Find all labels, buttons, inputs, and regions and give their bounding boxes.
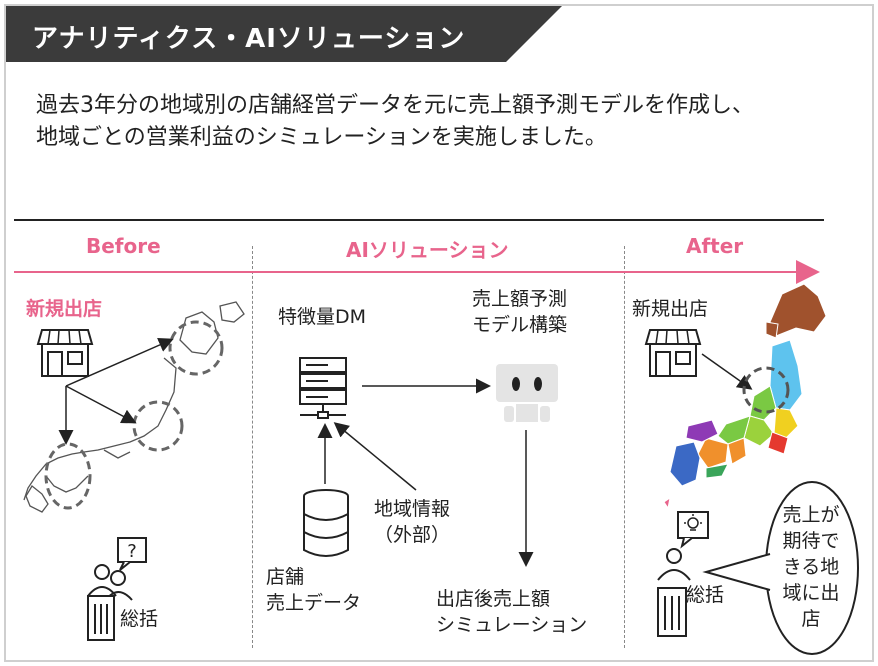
header-band <box>6 6 562 62</box>
simulation-line2: シミュレーション <box>436 614 588 636</box>
after-store-icon <box>644 329 702 377</box>
target-circle-central <box>132 400 184 452</box>
target-circle-south <box>44 442 92 510</box>
store-data-line2: 売上データ <box>266 592 362 614</box>
intro-line-1: 過去3年分の地域別の店舗経営データを元に売上額予測モデルを作成し、 <box>36 93 754 118</box>
section-before-label: Before <box>86 234 161 258</box>
section-ai-label: AIソリューション <box>346 238 509 262</box>
after-target-circle <box>742 366 790 414</box>
lightbulb-icon <box>677 511 709 549</box>
external-info-line2: （外部） <box>374 524 451 546</box>
section-rule <box>14 219 824 221</box>
server-icon <box>299 357 347 419</box>
target-circle-north <box>168 320 224 376</box>
speech-bubble-text: 売上が 期待で きる地 域に出 店 <box>776 502 846 632</box>
after-store-arrow <box>701 353 753 390</box>
divider-before-ai <box>252 246 253 648</box>
bubble-line-3: きる地 <box>782 556 840 578</box>
japan-outline-map <box>23 301 245 513</box>
intro-text: 過去3年分の地域別の店舗経営データを元に売上額予測モデルを作成し、 地域ごとの営… <box>36 90 856 154</box>
external-info-line1: 地域情報 <box>374 498 451 520</box>
japan-colored-map <box>663 283 827 510</box>
model-label-line2: モデル構築 <box>472 314 568 336</box>
database-icon <box>303 489 349 557</box>
bubble-line-2: 期待で <box>782 530 840 552</box>
features-dm-label: 特徴量DM <box>278 306 367 328</box>
svg-text:?: ? <box>127 541 137 562</box>
intro-line-2: 地域ごとの営業利益のシミュレーションを実施しました。 <box>36 125 607 150</box>
after-new-store-label: 新規出店 <box>632 298 709 320</box>
simulation-line1: 出店後売上額 <box>436 588 551 610</box>
robot-icon <box>496 364 558 422</box>
store-icon <box>36 329 94 377</box>
bubble-line-4: 域に出 <box>782 582 840 604</box>
after-hq-label: 総括 <box>686 584 725 606</box>
hq-manager-icon: ? <box>87 537 147 641</box>
store-data-line1: 店舗 <box>266 566 305 588</box>
before-hq-label: 総括 <box>120 608 159 630</box>
bubble-line-1: 売上が <box>782 504 840 526</box>
diagram-canvas: ? <box>14 260 859 655</box>
header-title: アナリティクス・AIソリューション <box>32 24 466 54</box>
bubble-line-5: 店 <box>801 608 821 630</box>
ai-flow-arrows <box>317 378 534 567</box>
speech-bubble <box>702 481 859 655</box>
divider-ai-after <box>624 246 625 648</box>
arrow-external-to-features <box>333 422 417 491</box>
section-after-label: After <box>686 234 744 258</box>
before-new-store-label: 新規出店 <box>26 298 103 320</box>
slide-frame: アナリティクス・AIソリューション 過去3年分の地域別の店舗経営データを元に売上… <box>4 4 874 662</box>
before-arrows <box>58 337 174 445</box>
after-manager-icon <box>657 548 691 637</box>
model-label-line1: 売上額予測 <box>472 288 568 310</box>
